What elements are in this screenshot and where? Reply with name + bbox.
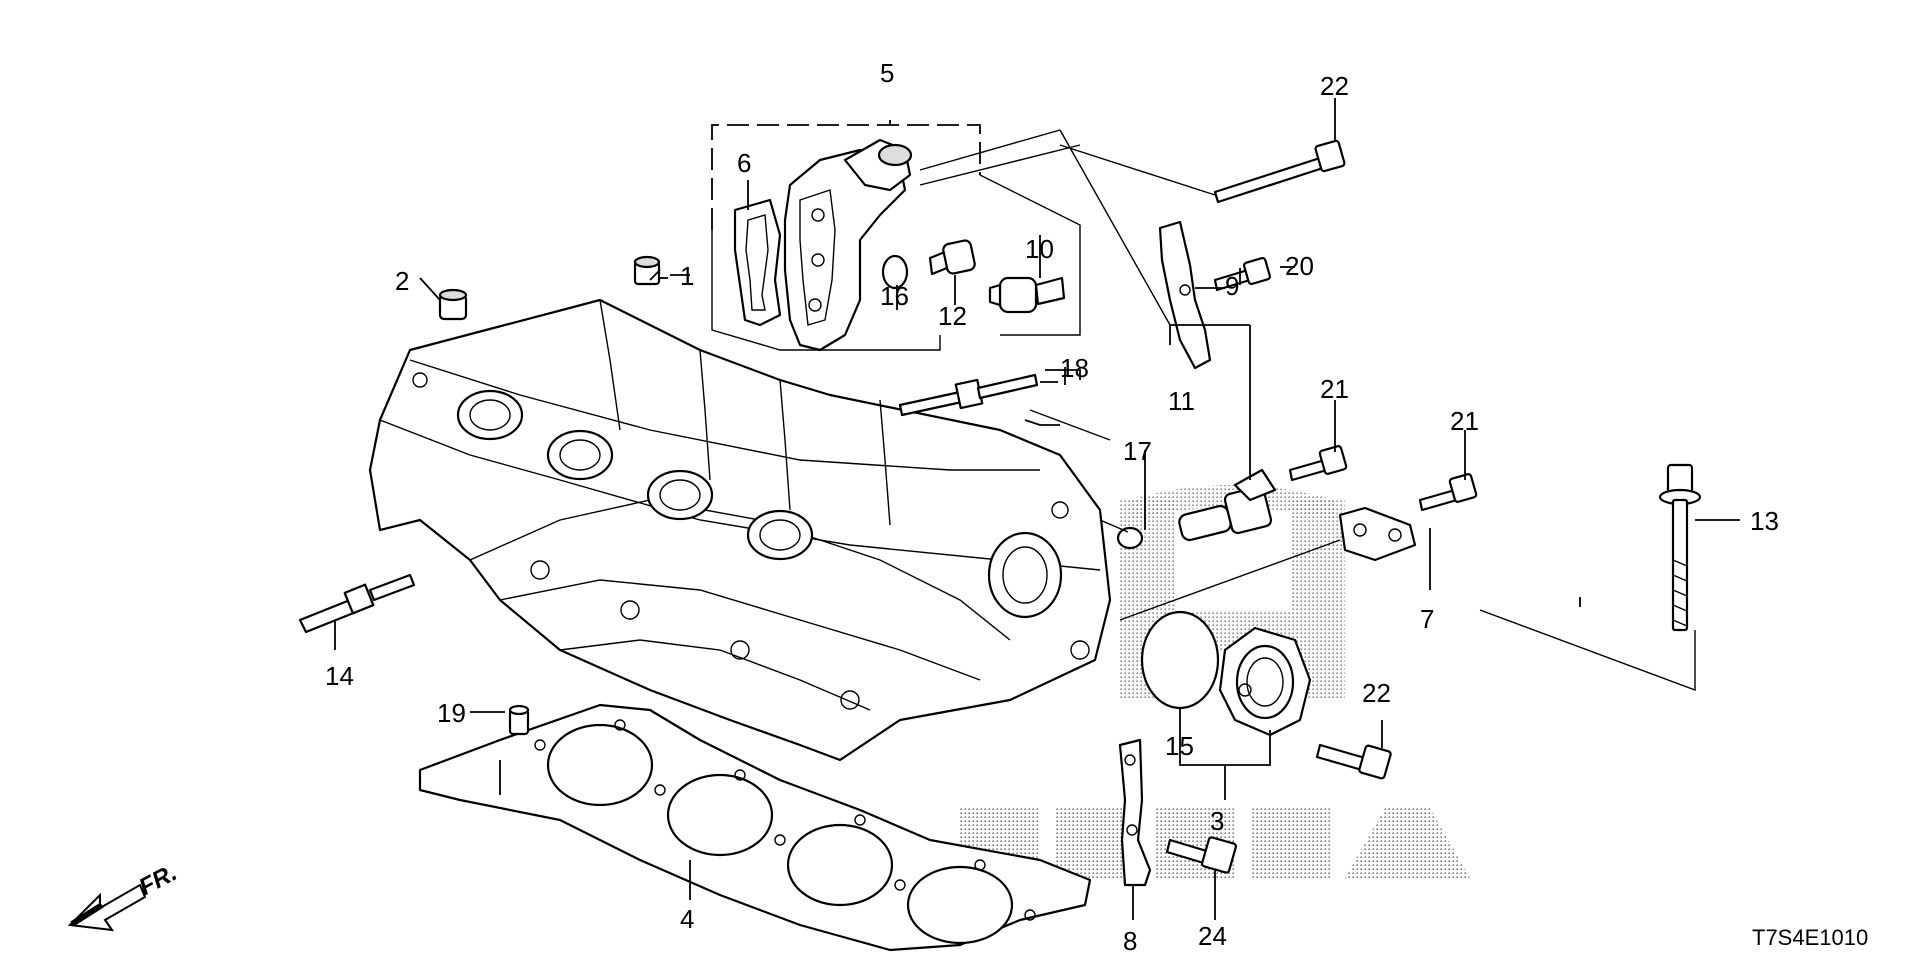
- filter-gasket: [733, 198, 782, 327]
- pressure-switch-12: [928, 239, 976, 276]
- callout-17: 17: [1123, 436, 1152, 466]
- callout-10: 10: [1025, 234, 1054, 264]
- callout-23: 22: [1320, 71, 1349, 101]
- valve-body: [783, 138, 913, 352]
- callout-13: 13: [1750, 506, 1779, 536]
- cap-1: [633, 255, 661, 286]
- o-ring-15: [1140, 610, 1220, 710]
- oil-pressure-sensor-11: [1178, 468, 1277, 542]
- o-ring-17: [1116, 526, 1144, 550]
- callout-2: 2: [395, 266, 409, 296]
- bolt-20: [1213, 257, 1271, 292]
- bolt-22: [1315, 743, 1392, 780]
- bolt-13: [1658, 463, 1702, 632]
- callout-18: 18: [1060, 353, 1089, 383]
- pressure-switch-10: [988, 276, 1066, 314]
- callouts: 5 6 1 2 16 12 10 22 20 9 18 11 17 21 21 …: [325, 58, 1779, 956]
- callout-21-lower: 21: [1450, 406, 1479, 436]
- cylinder-head: [368, 298, 1112, 762]
- bolt-24: [1165, 836, 1237, 874]
- stud-bolt-18: [898, 373, 1039, 417]
- front-direction-arrow: FR.: [67, 859, 181, 932]
- stud-bolt-14: [298, 573, 416, 634]
- callout-7: 7: [1420, 604, 1434, 634]
- head-gasket: [418, 703, 1092, 952]
- callout-3: 3: [1210, 806, 1224, 836]
- water-outlet-3: [1140, 610, 1312, 737]
- spool-valve-assembly: [711, 124, 1081, 352]
- callout-4: 4: [680, 904, 694, 934]
- callout-22: 22: [1362, 678, 1391, 708]
- bolt-23: [1213, 139, 1346, 204]
- bracket-9: [1158, 220, 1212, 370]
- callout-16: 16: [880, 281, 909, 311]
- callout-1: 1: [680, 261, 694, 291]
- cap-2: [438, 288, 468, 321]
- callout-12: 12: [938, 301, 967, 331]
- callout-8: 8: [1123, 926, 1137, 956]
- intake-ports: [456, 389, 814, 561]
- callout-6: 6: [737, 148, 751, 178]
- sensor-flange-7: [1338, 506, 1417, 562]
- bolt-21-lower: [1418, 473, 1478, 512]
- callout-24: 24: [1198, 921, 1227, 951]
- callout-15: 15: [1165, 731, 1194, 761]
- callout-9: 9: [1225, 271, 1239, 301]
- leader-lines: [334, 98, 1740, 920]
- bracket-8: [1118, 738, 1152, 887]
- callout-20: 20: [1285, 251, 1314, 281]
- callout-5: 5: [880, 58, 894, 88]
- bolt-21-upper: [1288, 445, 1348, 482]
- callout-21-upper: 21: [1320, 374, 1349, 404]
- diagram-code: T7S4E1010: [1752, 925, 1868, 950]
- callout-14: 14: [325, 661, 354, 691]
- callout-11: 11: [1168, 386, 1195, 416]
- o-ring-16: [881, 254, 909, 290]
- dowel-pin: [508, 704, 530, 736]
- callout-19: 19: [437, 698, 466, 728]
